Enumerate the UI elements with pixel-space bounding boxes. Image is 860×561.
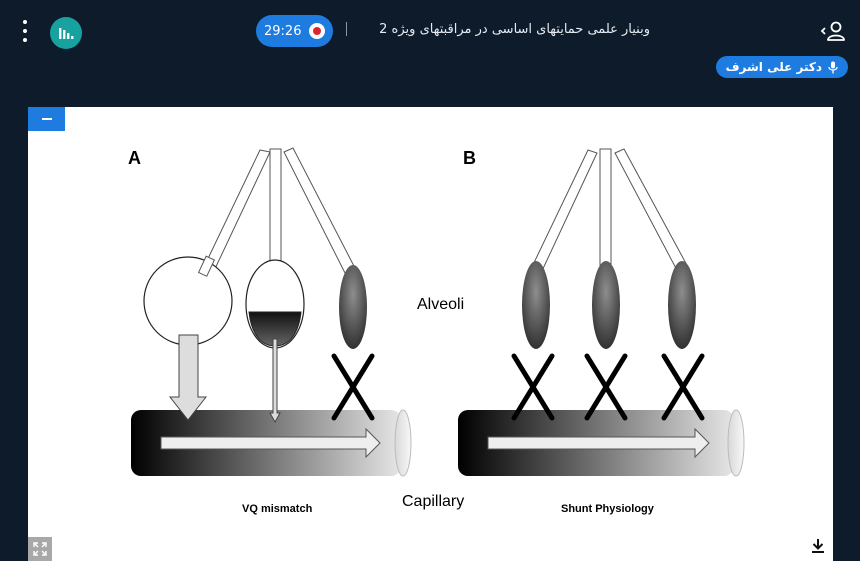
recording-timer[interactable]: 29:26 xyxy=(256,15,333,47)
alveolus-collapsed xyxy=(339,265,367,349)
divider xyxy=(346,22,347,36)
active-speaker-badge: دکتر علی اشرف xyxy=(715,56,848,78)
bar-chart-icon xyxy=(59,28,74,39)
timer-text: 29:26 xyxy=(264,23,302,39)
blocked-x-a xyxy=(331,353,375,421)
alveoli-label: Alveoli xyxy=(417,296,464,313)
stats-button[interactable] xyxy=(50,17,82,49)
blocked-x-b xyxy=(511,353,705,421)
capillary-label: Capillary xyxy=(402,493,464,510)
shunt-physiology-caption: Shunt Physiology xyxy=(561,503,655,515)
alveolus-collapsed-b3 xyxy=(668,261,696,349)
webinar-title: وبنیار علمی حمایتهای اساسی در مراقبتهای … xyxy=(379,22,650,37)
panel-a-label: A xyxy=(128,148,141,168)
airways-a xyxy=(202,147,357,276)
ventilation-arrow-small xyxy=(269,338,281,424)
record-icon xyxy=(309,23,325,39)
download-icon[interactable] xyxy=(809,537,827,555)
panel-b-label: B xyxy=(463,148,476,168)
presentation-slide: A B xyxy=(28,107,833,561)
expand-icon xyxy=(33,542,47,556)
top-bar: 29:26 وبنیار علمی حمایتهای اساسی در مراق… xyxy=(0,0,860,62)
minimize-button[interactable] xyxy=(28,107,65,131)
alveolus-large xyxy=(143,255,233,346)
airways-b xyxy=(530,148,690,275)
vq-mismatch-caption: VQ mismatch xyxy=(242,503,313,515)
capillary-tube-b xyxy=(458,409,745,477)
minus-icon xyxy=(41,118,52,120)
speaker-name: دکتر علی اشرف xyxy=(725,60,822,74)
kebab-menu-icon[interactable] xyxy=(18,20,32,42)
alveolus-collapsed-b1 xyxy=(522,261,550,349)
microphone-icon xyxy=(828,61,838,73)
ventilation-arrow-large xyxy=(168,334,208,421)
alveolus-partial xyxy=(245,259,305,349)
vq-shunt-diagram: A B xyxy=(128,147,745,515)
user-icon[interactable] xyxy=(820,20,846,42)
fullscreen-button[interactable] xyxy=(28,537,52,561)
alveolus-collapsed-b2 xyxy=(592,261,620,349)
capillary-tube-a xyxy=(131,409,412,477)
